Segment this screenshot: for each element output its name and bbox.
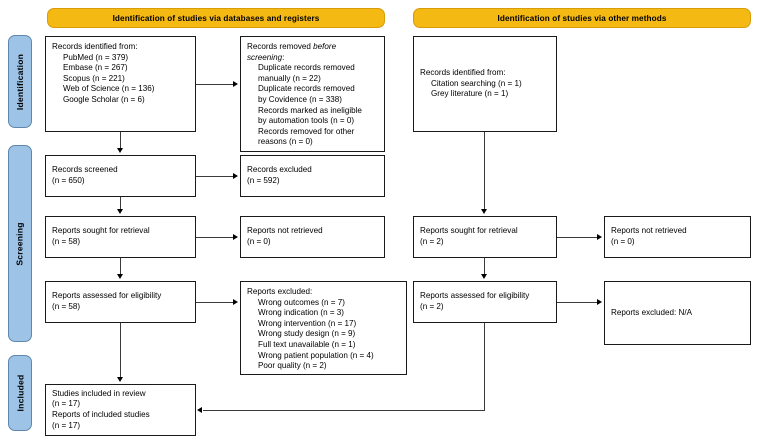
records-removed-item: by Covidence (n = 338) xyxy=(258,94,342,104)
reports-excluded-item: Wrong indication (n = 3) xyxy=(258,308,345,318)
reports-not-retrieved-label: Reports not retrieved xyxy=(247,226,323,236)
box-records-screened: Records screened (n = 650) xyxy=(45,155,196,197)
banner-other-methods: Identification of studies via other meth… xyxy=(413,8,751,28)
records-removed-item: Duplicate records removed xyxy=(258,63,355,73)
arrow-screened-to-sought xyxy=(116,209,123,214)
banner-databases-registers-label: Identification of studies via databases … xyxy=(112,13,320,23)
records-identified-item: Scopus (n = 221) xyxy=(63,73,125,83)
records-excluded-count: (n = 592) xyxy=(247,176,280,185)
box-reports-sought-left: Reports sought for retrieval (n = 58) xyxy=(45,216,196,258)
arrow-other-identified-to-sought xyxy=(480,209,487,214)
records-removed-heading-line1: Records removed before xyxy=(247,42,337,51)
connector-right-assessed-to-included-vertical xyxy=(484,323,485,410)
box-records-excluded: Records excluded (n = 592) xyxy=(240,155,385,197)
reports-sought-count: (n = 58) xyxy=(52,237,81,246)
connector-sought-to-not-retrieved xyxy=(196,237,234,238)
reports-excluded-item: Wrong patient population (n = 4) xyxy=(258,350,374,360)
reports-excluded-item: Wrong intervention (n = 17) xyxy=(258,318,357,328)
arrow-identified-to-removed xyxy=(233,80,238,87)
connector-screened-to-sought xyxy=(120,197,121,209)
stage-tab-included-label: Included xyxy=(15,374,25,412)
records-identified-item: Embase (n = 267) xyxy=(63,63,128,73)
records-identified-item: Web of Science (n = 136) xyxy=(63,84,155,94)
stage-tab-identification: Identification xyxy=(8,35,32,128)
reports-assessed-right-count: (n = 2) xyxy=(420,302,444,311)
records-excluded-label: Records excluded xyxy=(247,165,312,175)
box-studies-included: Studies included in review (n = 17) Repo… xyxy=(45,384,196,436)
records-removed-item: manually (n = 22) xyxy=(258,73,321,83)
records-removed-item: by automation tools (n = 0) xyxy=(258,116,355,126)
connector-other-identified-to-sought xyxy=(484,132,485,209)
stage-tab-identification-label: Identification xyxy=(15,53,25,110)
studies-included-line2: (n = 17) xyxy=(52,399,81,409)
stage-tab-screening: Screening xyxy=(8,145,32,342)
reports-sought-label: Reports sought for retrieval xyxy=(52,226,150,236)
arrow-identified-to-screened xyxy=(116,148,123,153)
reports-not-retrieved-count: (n = 0) xyxy=(247,237,271,246)
reports-excluded-item: Wrong study design (n = 9) xyxy=(258,329,356,339)
records-removed-item: Records marked as ineligible xyxy=(258,105,362,115)
arrow-sought-to-assessed xyxy=(116,274,123,279)
arrow-assessed-to-excluded xyxy=(233,298,238,305)
records-identified-other-heading: Records identified from: xyxy=(420,68,506,78)
stage-tab-included: Included xyxy=(8,355,32,431)
box-reports-excluded-reasons: Reports excluded: Wrong outcomes (n = 7)… xyxy=(240,281,407,375)
connector-screened-to-excluded xyxy=(196,176,234,177)
reports-not-retrieved-right-label: Reports not retrieved xyxy=(611,226,687,236)
records-identified-heading: Records identified from: xyxy=(52,42,138,51)
reports-excluded-heading: Reports excluded: xyxy=(247,287,313,296)
connector-assessed-to-included xyxy=(120,323,121,377)
connector-identified-to-screened xyxy=(120,132,121,148)
records-removed-heading-line2: screening: xyxy=(247,52,285,62)
studies-included-line4: (n = 17) xyxy=(52,420,81,430)
box-records-removed-before-screening: Records removed before screening: Duplic… xyxy=(240,36,385,152)
connector-right-assessed-to-excluded xyxy=(557,302,598,303)
records-identified-other-item: Citation searching (n = 1) xyxy=(431,78,522,88)
arrow-sought-to-not-retrieved xyxy=(233,233,238,240)
records-removed-item: Records removed for other xyxy=(258,126,355,136)
connector-identified-to-removed xyxy=(196,84,234,85)
reports-excluded-item: Wrong outcomes (n = 7) xyxy=(258,297,345,307)
records-identified-other-item: Grey literature (n = 1) xyxy=(431,89,509,99)
reports-assessed-count: (n = 58) xyxy=(52,302,81,311)
arrow-right-sought-to-not-retrieved xyxy=(597,233,602,240)
stage-tab-screening-label: Screening xyxy=(15,221,26,266)
banner-other-methods-label: Identification of studies via other meth… xyxy=(497,13,667,23)
box-records-identified-databases: Records identified from: PubMed (n = 379… xyxy=(45,36,196,132)
reports-excluded-right-label: Reports excluded: N/A xyxy=(611,307,692,317)
connector-right-sought-to-not-retrieved xyxy=(557,237,598,238)
arrow-right-sought-to-assessed xyxy=(480,274,487,279)
arrow-screened-to-excluded xyxy=(233,172,238,179)
records-identified-item: PubMed (n = 379) xyxy=(63,52,129,62)
box-reports-assessed-left: Reports assessed for eligibility (n = 58… xyxy=(45,281,196,323)
reports-sought-right-label: Reports sought for retrieval xyxy=(420,226,518,236)
reports-excluded-item: Poor quality (n = 2) xyxy=(258,361,327,371)
arrow-right-assessed-to-excluded xyxy=(597,298,602,305)
records-screened-count: (n = 650) xyxy=(52,176,85,185)
box-reports-not-retrieved-right: Reports not retrieved (n = 0) xyxy=(604,216,751,258)
connector-right-assessed-to-included-horizontal xyxy=(203,410,485,411)
reports-sought-right-count: (n = 2) xyxy=(420,237,444,246)
arrow-assessed-to-included xyxy=(116,377,123,382)
records-identified-item: Google Scholar (n = 6) xyxy=(63,94,145,104)
box-reports-not-retrieved-left: Reports not retrieved (n = 0) xyxy=(240,216,385,258)
reports-excluded-item: Full text unavailable (n = 1) xyxy=(258,339,356,349)
box-reports-excluded-right: Reports excluded: N/A xyxy=(604,281,751,345)
banner-databases-registers: Identification of studies via databases … xyxy=(47,8,385,28)
studies-included-line3: Reports of included studies xyxy=(52,410,150,419)
box-records-identified-other: Records identified from: Citation search… xyxy=(413,36,557,132)
box-reports-assessed-right: Reports assessed for eligibility (n = 2) xyxy=(413,281,557,323)
box-reports-sought-right: Reports sought for retrieval (n = 2) xyxy=(413,216,557,258)
records-removed-item: reasons (n = 0) xyxy=(258,137,313,147)
records-removed-item: Duplicate records removed xyxy=(258,84,355,94)
connector-assessed-to-excluded xyxy=(196,302,234,303)
records-screened-label: Records screened xyxy=(52,165,118,175)
connector-sought-to-assessed xyxy=(120,258,121,274)
arrow-right-assessed-to-included xyxy=(197,406,202,413)
reports-assessed-label: Reports assessed for eligibility xyxy=(52,291,162,301)
studies-included-line1: Studies included in review xyxy=(52,388,146,398)
reports-not-retrieved-right-count: (n = 0) xyxy=(611,237,635,246)
connector-right-sought-to-assessed xyxy=(484,258,485,274)
reports-assessed-right-label: Reports assessed for eligibility xyxy=(420,291,530,301)
